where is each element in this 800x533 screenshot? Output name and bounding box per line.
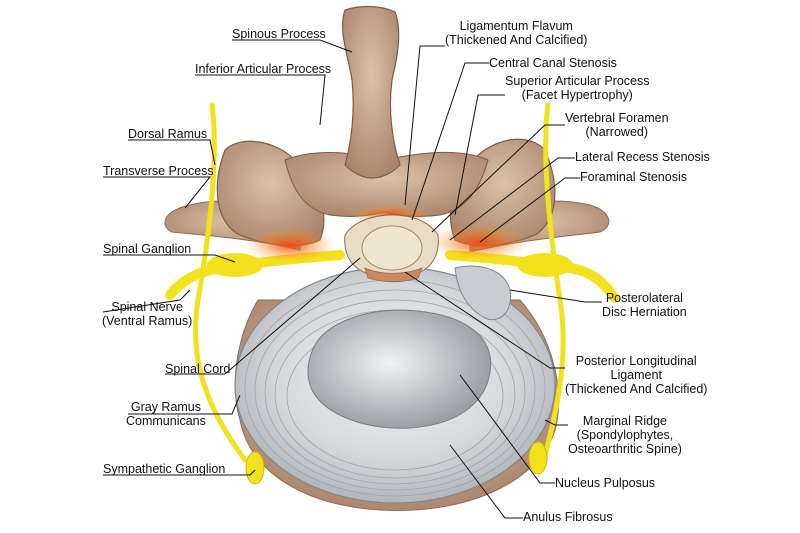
spinal-cord: [361, 225, 423, 271]
label-spinal-cord: Spinal Cord: [165, 362, 231, 376]
label-inferior-articular-process: Inferior Articular Process: [195, 62, 332, 76]
label-ligamentum-flavum: Ligamentum Flavum (Thickened And Calcifi…: [445, 19, 588, 47]
label-anulus-fibrosus: Anulus Fibrosus: [523, 510, 613, 524]
label-posterolateral-disc-herniation: Posterolateral Disc Herniation: [602, 291, 687, 319]
label-superior-articular-process: Superior Articular Process (Facet Hypert…: [505, 74, 650, 102]
label-gray-ramus-communicans: Gray Ramus Communicans: [126, 400, 206, 428]
label-foraminal-stenosis: Foraminal Stenosis: [580, 170, 687, 184]
sympathetic-ganglion-left: [245, 451, 265, 485]
label-central-canal-stenosis: Central Canal Stenosis: [489, 56, 617, 70]
spinal-ganglion-left: [207, 253, 263, 277]
label-sympathetic-ganglion: Sympathetic Ganglion: [103, 462, 226, 476]
label-spinal-ganglion: Spinal Ganglion: [103, 242, 192, 256]
label-lateral-recess-stenosis: Lateral Recess Stenosis: [575, 150, 710, 164]
posterior-longitudinal-ligament: [364, 267, 423, 283]
disc-herniation: [454, 265, 512, 321]
label-spinal-nerve: Spinal Nerve (Ventral Ramus): [102, 300, 193, 328]
label-vertebral-foramen: Vertebral Foramen (Narrowed): [565, 111, 669, 139]
label-posterior-longitudinal-ligament: Posterior Longitudinal Ligament (Thicken…: [565, 354, 708, 396]
spinous-process: [341, 5, 401, 179]
label-nucleus-pulposus: Nucleus Pulposus: [555, 476, 656, 490]
label-spinous-process: Spinous Process: [232, 27, 326, 41]
label-dorsal-ramus: Dorsal Ramus: [128, 127, 208, 141]
sympathetic-ganglion-right: [528, 441, 548, 475]
spinal-ganglion-right: [517, 253, 573, 277]
leader-lines: [102, 39, 602, 519]
label-marginal-ridge: Marginal Ridge (Spondylophytes, Osteoart…: [568, 414, 682, 456]
label-transverse-process: Transverse Process: [103, 164, 214, 178]
inflammation-left: [245, 227, 335, 263]
